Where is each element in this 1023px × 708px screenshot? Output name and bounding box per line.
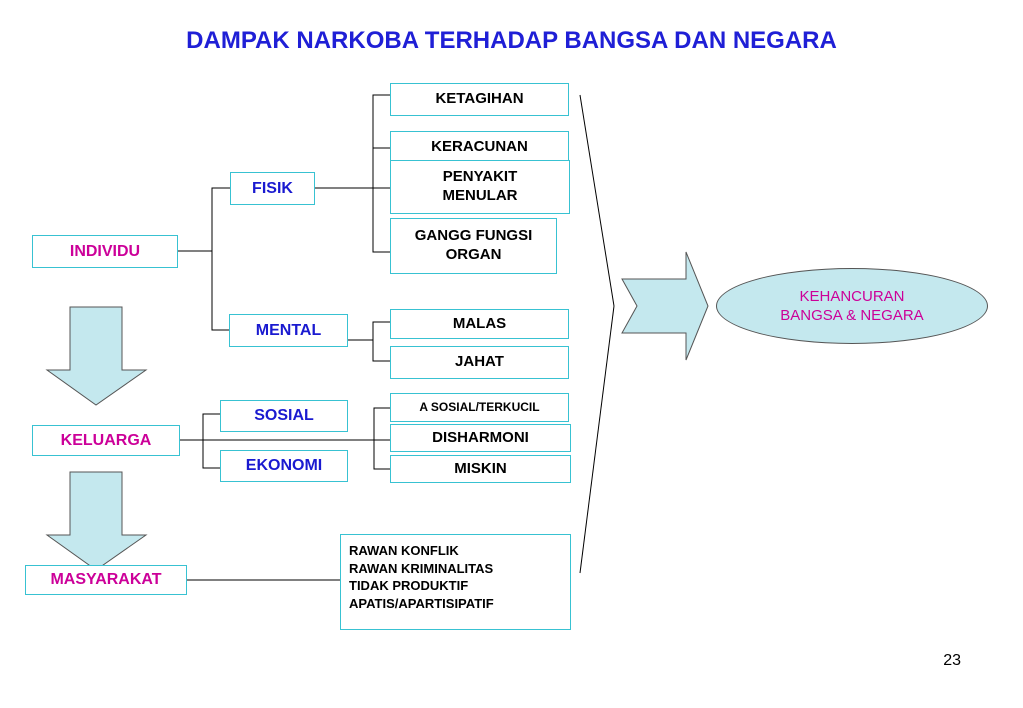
result-line2: BANGSA & NEGARA bbox=[780, 307, 924, 324]
level-individu: INDIVIDU bbox=[32, 235, 178, 268]
effect-gangg-line2: ORGAN bbox=[445, 246, 502, 263]
effect-penyakit-line2: MENULAR bbox=[442, 187, 518, 204]
down-arrow-icon bbox=[45, 471, 148, 571]
effect-gangg-line1: GANGG FUNGSI bbox=[414, 227, 533, 245]
masyarakat-effects-list: RAWAN KONFLIK RAWAN KRIMINALITAS TIDAK P… bbox=[340, 534, 571, 630]
result-kehancuran: KEHANCURAN BANGSA & NEGARA bbox=[716, 268, 988, 344]
effect-asosial: A SOSIAL/TERKUCIL bbox=[390, 393, 569, 422]
list-item: RAWAN KRIMINALITAS bbox=[349, 560, 494, 576]
effect-malas: MALAS bbox=[390, 309, 569, 339]
effect-disharmoni: DISHARMONI bbox=[390, 424, 571, 452]
page-title: DAMPAK NARKOBA TERHADAP BANGSA DAN NEGAR… bbox=[186, 27, 837, 54]
effect-jahat: JAHAT bbox=[390, 346, 569, 379]
right-arrow-icon bbox=[621, 251, 709, 361]
category-ekonomi: EKONOMI bbox=[220, 450, 348, 482]
effect-miskin: MISKIN bbox=[390, 455, 571, 483]
level-masyarakat: MASYARAKAT bbox=[25, 565, 187, 595]
category-fisik: FISIK bbox=[230, 172, 315, 205]
list-item: APATIS/APARTISIPATIF bbox=[349, 595, 494, 611]
effect-penyakit-menular: PENYAKIT MENULAR bbox=[390, 160, 570, 214]
category-sosial: SOSIAL bbox=[220, 400, 348, 432]
effect-ketagihan: KETAGIHAN bbox=[390, 83, 569, 116]
page-number: 23 bbox=[943, 652, 961, 669]
category-mental: MENTAL bbox=[229, 314, 348, 347]
list-item: TIDAK PRODUKTIF bbox=[349, 578, 469, 594]
level-keluarga: KELUARGA bbox=[32, 425, 180, 456]
down-arrow-icon bbox=[45, 306, 148, 406]
list-item: RAWAN KONFLIK bbox=[349, 543, 459, 558]
result-line1: KEHANCURAN bbox=[799, 287, 905, 305]
effect-gangg-fungsi-organ: GANGG FUNGSI ORGAN bbox=[390, 218, 557, 274]
effect-penyakit-line1: PENYAKIT bbox=[442, 168, 518, 186]
